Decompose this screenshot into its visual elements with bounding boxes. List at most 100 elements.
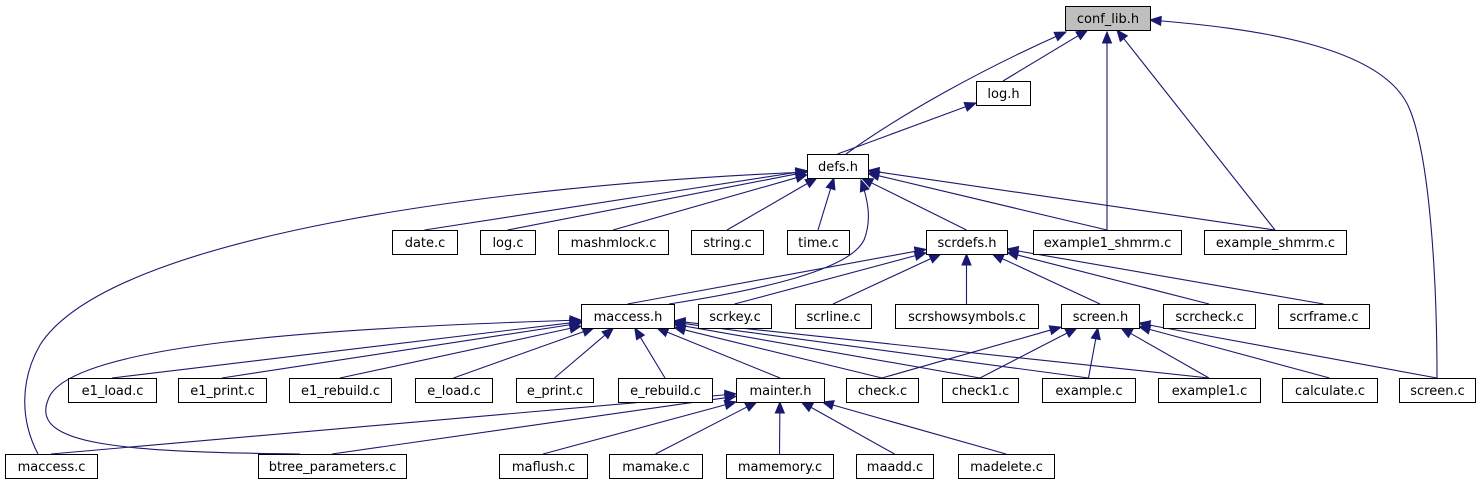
node-conf-lib-h[interactable]: conf_lib.h	[1065, 6, 1151, 31]
node-box[interactable]	[609, 454, 703, 479]
node-box[interactable]	[289, 378, 392, 403]
node-mamake-c[interactable]: mamake.c	[609, 454, 703, 479]
node-btree-parameters-c[interactable]: btree_parameters.c	[258, 454, 407, 479]
edge-check_c-to-screen_h	[881, 329, 1052, 379]
node-example1-c[interactable]: example1.c	[1158, 378, 1261, 403]
node-box[interactable]	[1399, 378, 1476, 403]
node-box[interactable]	[958, 454, 1055, 479]
edge-maadd_c-to-mainter_h	[809, 406, 895, 455]
arrowhead-screen_h-to-scrdefs_h	[991, 253, 1005, 264]
node-label: scrshowsymbols.c	[908, 310, 1026, 325]
node-box[interactable]	[258, 454, 407, 479]
arrowhead-madelete_c-to-mainter_h	[821, 400, 835, 411]
node-scrdefs-h[interactable]: scrdefs.h	[926, 230, 1008, 255]
arrowhead-example_shmrm_c-to-defs_h	[866, 166, 881, 178]
node-calculate-c[interactable]: calculate.c	[1282, 378, 1378, 403]
node-date-c[interactable]: date.c	[392, 230, 458, 255]
node-scrline-c[interactable]: scrline.c	[795, 304, 872, 329]
node-box[interactable]	[726, 454, 834, 479]
node-log-c[interactable]: log.c	[480, 230, 536, 255]
node-box[interactable]	[499, 454, 588, 479]
node-maadd-c[interactable]: maadd.c	[856, 454, 934, 479]
arrowhead-mamake_c-to-mainter_h	[744, 401, 758, 412]
edge-maccess_c-to-mainter_h	[50, 394, 727, 455]
node-time-c[interactable]: time.c	[787, 230, 850, 255]
node-box[interactable]	[581, 304, 675, 329]
node-label: e_print.c	[527, 384, 583, 399]
node-screen-h[interactable]: screen.h	[1061, 304, 1140, 329]
node-box[interactable]	[1282, 378, 1378, 403]
node-example1-shmrm-c[interactable]: example1_shmrm.c	[1033, 230, 1182, 255]
node-box[interactable]	[1278, 304, 1370, 329]
node-box[interactable]	[558, 230, 669, 255]
node-scrkey-c[interactable]: scrkey.c	[698, 304, 772, 329]
node-box[interactable]	[68, 378, 157, 403]
edge-maccess_h-to-scrdefs_h	[627, 250, 917, 305]
node-box[interactable]	[942, 378, 1019, 403]
node-check-c[interactable]: check.c	[846, 378, 919, 403]
node-e-rebuild-c[interactable]: e_rebuild.c	[618, 378, 713, 403]
node-e1-rebuild-c[interactable]: e1_rebuild.c	[289, 378, 392, 403]
node-maccess-h[interactable]: maccess.h	[581, 304, 675, 329]
node-box[interactable]	[5, 454, 98, 479]
node-box[interactable]	[618, 378, 713, 403]
node-box[interactable]	[895, 304, 1039, 329]
node-label: e1_load.c	[82, 384, 144, 399]
node-box[interactable]	[691, 230, 764, 255]
node-box[interactable]	[1158, 378, 1261, 403]
edge-string_c-to-defs_h	[726, 182, 809, 231]
node-box[interactable]	[976, 81, 1031, 106]
node-box[interactable]	[736, 378, 825, 403]
node-label: mamake.c	[622, 460, 690, 475]
node-box[interactable]	[516, 378, 594, 403]
edge-scrkey_c-to-scrdefs_h	[734, 254, 917, 305]
node-box[interactable]	[698, 304, 772, 329]
node-box[interactable]	[856, 454, 934, 479]
node-e-print-c[interactable]: e_print.c	[516, 378, 594, 403]
node-check1-c[interactable]: check1.c	[942, 378, 1019, 403]
node-box[interactable]	[787, 230, 850, 255]
arrowhead-screen_c-to-conf_lib_h	[1148, 15, 1162, 27]
node-e1-load-c[interactable]: e1_load.c	[68, 378, 157, 403]
node-box[interactable]	[1065, 6, 1151, 31]
node-mamemory-c[interactable]: mamemory.c	[726, 454, 834, 479]
node-box[interactable]	[846, 378, 919, 403]
node-example-c[interactable]: example.c	[1042, 378, 1136, 403]
node-box[interactable]	[415, 378, 493, 403]
node-mashmlock-c[interactable]: mashmlock.c	[558, 230, 669, 255]
node-label: example1.c	[1172, 384, 1248, 399]
node-box[interactable]	[807, 154, 869, 179]
node-box[interactable]	[1204, 230, 1347, 255]
arrowhead-log_h-to-conf_lib_h	[1075, 29, 1089, 41]
node-scrshowsymbols-c[interactable]: scrshowsymbols.c	[895, 304, 1039, 329]
node-string-c[interactable]: string.c	[691, 230, 764, 255]
node-box[interactable]	[392, 230, 458, 255]
node-madelete-c[interactable]: madelete.c	[958, 454, 1055, 479]
node-example-shmrm-c[interactable]: example_shmrm.c	[1204, 230, 1347, 255]
node-box[interactable]	[795, 304, 872, 329]
node-box[interactable]	[1163, 304, 1256, 329]
node-box[interactable]	[480, 230, 536, 255]
node-box[interactable]	[926, 230, 1008, 255]
node-box[interactable]	[1061, 304, 1140, 329]
arrowhead-example1_c-to-maccess_h	[672, 316, 686, 328]
edge-screen_h-to-scrdefs_h	[1001, 257, 1101, 305]
node-maccess-c[interactable]: maccess.c	[5, 454, 98, 479]
node-label: scrframe.c	[1289, 310, 1358, 325]
node-scrframe-c[interactable]: scrframe.c	[1278, 304, 1370, 329]
node-scrcheck-c[interactable]: scrcheck.c	[1163, 304, 1256, 329]
node-box[interactable]	[1033, 230, 1182, 255]
node-log-h[interactable]: log.h	[976, 81, 1031, 106]
node-label: date.c	[405, 236, 446, 251]
node-e-load-c[interactable]: e_load.c	[415, 378, 493, 403]
node-box[interactable]	[178, 378, 267, 403]
node-maflush-c[interactable]: maflush.c	[499, 454, 588, 479]
node-defs-h[interactable]: defs.h	[807, 154, 869, 179]
node-label: check1.c	[952, 384, 1010, 399]
node-screen-c[interactable]: screen.c	[1399, 378, 1476, 403]
node-label: e1_print.c	[190, 384, 255, 399]
node-box[interactable]	[1042, 378, 1136, 403]
node-mainter-h[interactable]: mainter.h	[736, 378, 825, 403]
node-e1-print-c[interactable]: e1_print.c	[178, 378, 267, 403]
